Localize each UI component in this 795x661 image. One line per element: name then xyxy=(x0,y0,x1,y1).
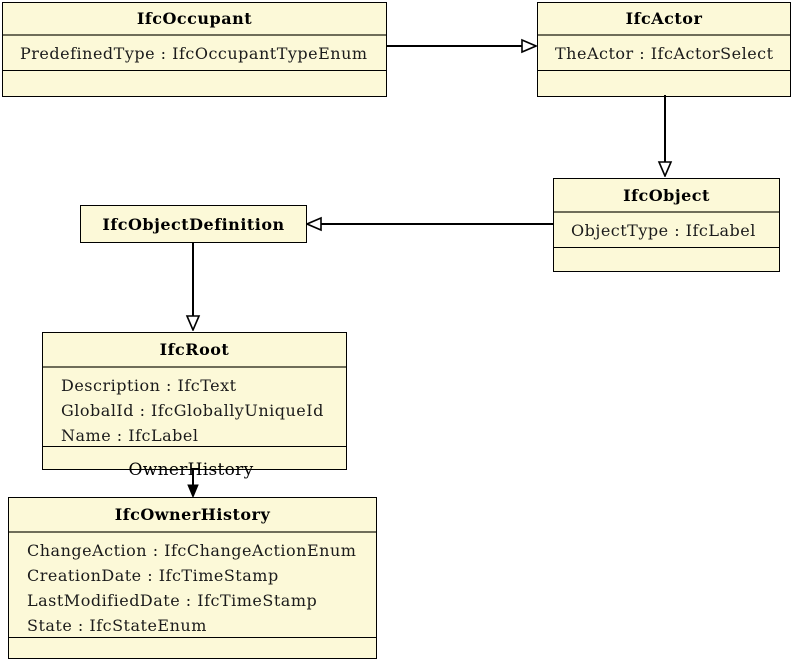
class-title: IfcOwnerHistory xyxy=(114,505,271,524)
class-title: IfcObjectDefinition xyxy=(102,214,285,234)
class-attribute: ChangeAction : IfcChangeActionEnum xyxy=(27,541,357,560)
edge-line xyxy=(664,95,666,164)
class-operations-empty xyxy=(43,446,346,469)
generalization-arrowhead-icon xyxy=(521,38,537,54)
class-box-ifcobject: IfcObject ObjectType : IfcLabel xyxy=(553,178,780,272)
edge-line xyxy=(387,45,524,47)
class-operations-empty xyxy=(554,247,779,271)
class-operations-empty xyxy=(3,70,386,96)
edge-line xyxy=(192,243,194,318)
class-box-ifcroot: IfcRoot Description : IfcText GlobalId :… xyxy=(42,332,347,470)
class-attribute: Name : IfcLabel xyxy=(61,426,199,445)
class-attribute: CreationDate : IfcTimeStamp xyxy=(27,566,279,585)
generalization-arrowhead-icon xyxy=(306,216,322,232)
class-operations-empty xyxy=(9,637,376,658)
generalization-arrowhead-icon xyxy=(657,161,673,177)
class-attribute: State : IfcStateEnum xyxy=(27,616,207,635)
class-box-ifcobjectdefinition: IfcObjectDefinition xyxy=(80,205,307,243)
generalization-arrowhead-icon xyxy=(185,315,201,331)
class-attribute: Description : IfcText xyxy=(61,376,237,395)
class-attributes: Description : IfcText GlobalId : IfcGlob… xyxy=(43,366,346,446)
class-title: IfcObject xyxy=(623,185,710,205)
class-box-ifcactor: IfcActor TheActor : IfcActorSelect xyxy=(537,2,791,97)
class-attributes: TheActor : IfcActorSelect xyxy=(538,34,790,70)
class-attribute: LastModifiedDate : IfcTimeStamp xyxy=(27,591,318,610)
class-attribute: GlobalId : IfcGloballyUniqueId xyxy=(61,401,324,420)
class-title: IfcRoot xyxy=(159,340,230,359)
class-attributes: ChangeAction : IfcChangeActionEnum Creat… xyxy=(9,531,376,637)
class-attribute: ObjectType : IfcLabel xyxy=(571,220,756,240)
class-attributes: ObjectType : IfcLabel xyxy=(554,211,779,247)
edge-line xyxy=(192,470,194,487)
class-attribute: PredefinedType : IfcOccupantTypeEnum xyxy=(20,43,368,63)
class-box-ifcownerhistory: IfcOwnerHistory ChangeAction : IfcChange… xyxy=(8,497,377,659)
edge-line xyxy=(320,223,553,225)
class-title: IfcOccupant xyxy=(136,9,253,28)
class-title: IfcActor xyxy=(625,9,703,28)
class-attributes: PredefinedType : IfcOccupantTypeEnum xyxy=(3,34,386,70)
association-arrowhead-icon xyxy=(187,484,199,498)
class-attribute: TheActor : IfcActorSelect xyxy=(555,43,774,63)
edge-label-ownerhistory: OwnerHistory xyxy=(128,460,254,480)
class-operations-empty xyxy=(538,70,790,96)
class-box-ifcoccupant: IfcOccupant PredefinedType : IfcOccupant… xyxy=(2,2,387,97)
